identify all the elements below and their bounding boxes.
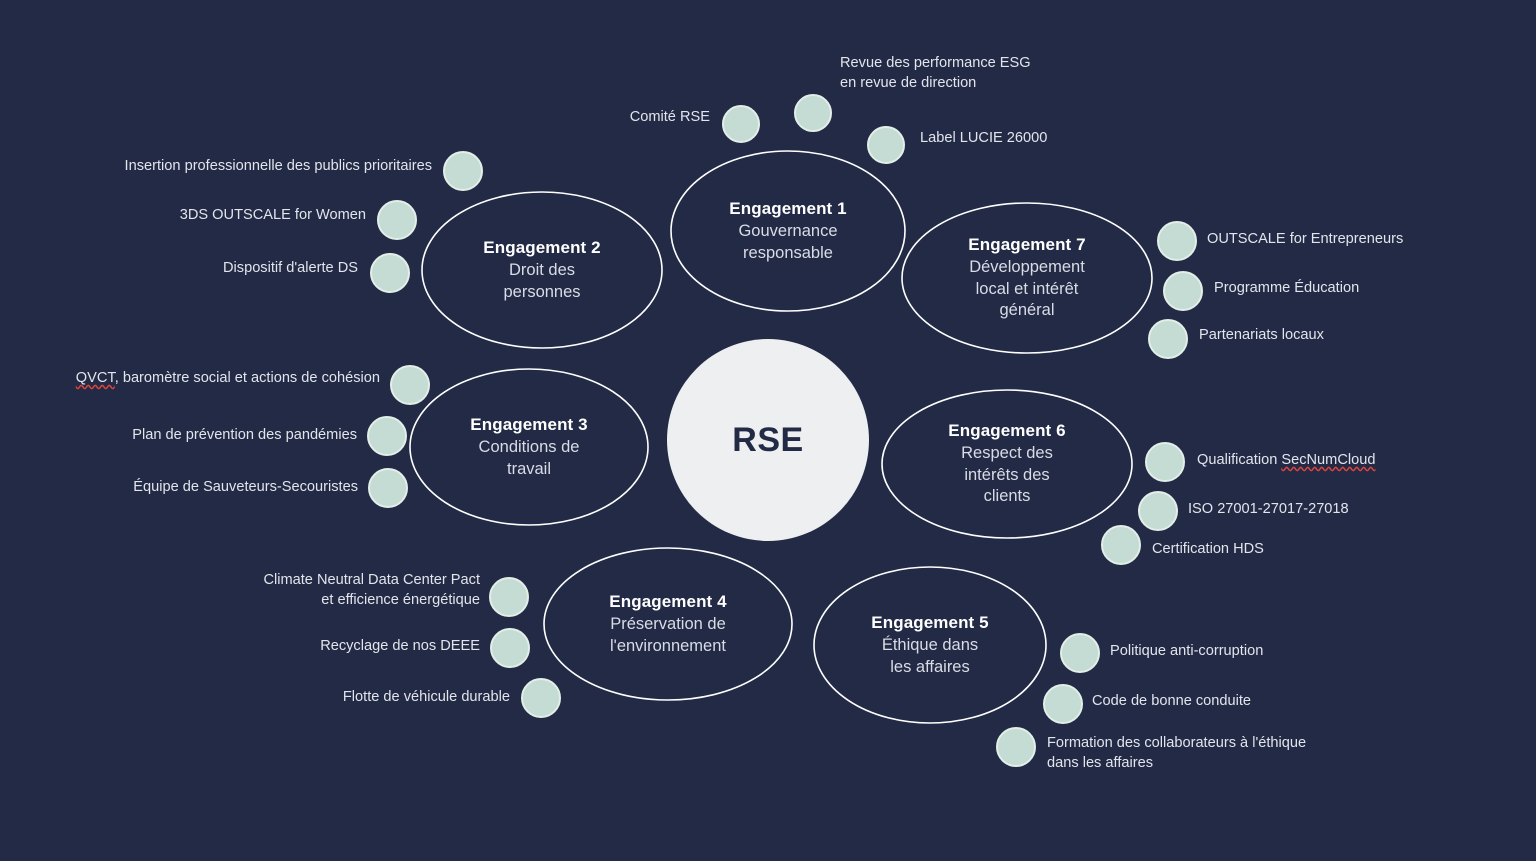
engagement-4-satellite-dot[interactable] bbox=[490, 628, 530, 668]
engagement-3-satellite-label[interactable]: Plan de prévention des pandémies bbox=[132, 427, 357, 443]
engagement-5-satellite-label[interactable]: Formation des collaborateurs à l'éthique… bbox=[1047, 735, 1307, 772]
engagement-3-satellite-dot[interactable] bbox=[367, 416, 407, 456]
engagement-5-subtitle-line: Éthique dans bbox=[881, 636, 979, 655]
engagement-5-subtitle-line: les affaires bbox=[890, 657, 970, 676]
engagement-4-title: Engagement 4 bbox=[609, 592, 727, 612]
engagement-7-subtitle-line: général bbox=[999, 301, 1055, 320]
engagement-1-subtitle-line: responsable bbox=[743, 243, 833, 262]
engagement-5-satellite-dot[interactable] bbox=[1060, 633, 1100, 673]
engagement-3-title: Engagement 3 bbox=[470, 415, 588, 435]
engagement-6-satellite-dot[interactable] bbox=[1145, 442, 1185, 482]
engagement-1-satellite-dot[interactable] bbox=[722, 105, 760, 143]
engagement-6-satellite-dot[interactable] bbox=[1101, 525, 1141, 565]
engagement-2-ellipse[interactable] bbox=[421, 191, 663, 349]
engagement-3-node[interactable]: Engagement 3 Conditions de travail bbox=[410, 369, 648, 525]
engagement-1-ellipse[interactable] bbox=[670, 150, 906, 312]
engagement-4-subtitle-line: Préservation de bbox=[610, 615, 726, 634]
engagement-6-subtitle-line: intérêts des bbox=[964, 465, 1050, 484]
engagement-3-ellipse[interactable] bbox=[409, 368, 649, 526]
engagement-4-satellite-label[interactable]: Recyclage de nos DEEE bbox=[320, 638, 480, 654]
engagement-2-satellite-dot[interactable] bbox=[443, 151, 483, 191]
engagement-7-satellite-label[interactable]: Partenariats locaux bbox=[1199, 327, 1324, 343]
engagement-2-satellite-dot[interactable] bbox=[370, 253, 410, 293]
engagement-7-subtitle-line: Développement bbox=[969, 258, 1085, 277]
spellcheck-flagged-word: SecNumCloud bbox=[1281, 452, 1376, 468]
engagement-1-node[interactable]: Engagement 1 Gouvernance responsable bbox=[671, 151, 905, 311]
engagement-7-satellite-dot[interactable] bbox=[1157, 221, 1197, 261]
engagement-4-satellite-label[interactable]: Flotte de véhicule durable bbox=[342, 689, 510, 705]
engagement-6-satellite-label[interactable]: Qualification SecNumCloud bbox=[1197, 452, 1376, 468]
engagement-2-title: Engagement 2 bbox=[483, 238, 601, 258]
engagement-5-satellite-dot[interactable] bbox=[996, 727, 1036, 767]
engagement-3-satellite-label[interactable]: Équipe de Sauveteurs-Secouristes bbox=[133, 479, 358, 495]
engagement-2-satellite-dot[interactable] bbox=[377, 200, 417, 240]
engagement-3-satellite-label[interactable]: QVCT, baromètre social et actions de coh… bbox=[75, 370, 380, 386]
engagement-4-satellite-dot[interactable] bbox=[521, 678, 561, 718]
engagement-5-satellite-label[interactable]: Politique anti-corruption bbox=[1110, 643, 1264, 659]
engagement-5-ellipse[interactable] bbox=[813, 566, 1047, 724]
engagement-2-subtitle-line: Droit des bbox=[508, 261, 576, 280]
engagement-6-satellite-dot[interactable] bbox=[1138, 491, 1178, 531]
engagement-5-title: Engagement 5 bbox=[871, 613, 989, 633]
center-node-rse[interactable]: RSE bbox=[667, 339, 869, 541]
engagement-7-satellite-label[interactable]: OUTSCALE for Entrepreneurs bbox=[1207, 231, 1404, 247]
spellcheck-flagged-word: QVCT bbox=[75, 370, 115, 386]
engagement-4-ellipse[interactable] bbox=[543, 547, 793, 701]
engagement-6-node[interactable]: Engagement 6 Respect des intérêts des clien… bbox=[882, 390, 1132, 538]
engagement-7-title: Engagement 7 bbox=[968, 235, 1086, 255]
engagement-1-title: Engagement 1 bbox=[729, 199, 847, 219]
engagement-5-node[interactable]: Engagement 5 Éthique dans les affaires bbox=[814, 567, 1046, 723]
engagement-7-satellite-label[interactable]: Programme Éducation bbox=[1214, 280, 1360, 296]
engagement-2-satellite-label[interactable]: Insertion professionnelle des publics pr… bbox=[124, 158, 432, 174]
engagement-6-ellipse[interactable] bbox=[881, 389, 1133, 539]
engagement-4-subtitle-line: l'environnement bbox=[610, 636, 726, 655]
engagement-7-subtitle-line: local et intérêt bbox=[975, 279, 1079, 298]
engagement-4-satellite-label[interactable]: Climate Neutral Data Center Pact et effi… bbox=[263, 572, 480, 609]
engagement-5-satellite-label[interactable]: Code de bonne conduite bbox=[1092, 693, 1252, 709]
engagement-3-subtitle-line: Conditions de bbox=[478, 438, 580, 457]
engagement-6-subtitle-line: clients bbox=[983, 487, 1031, 506]
engagement-5-satellite-dot[interactable] bbox=[1043, 684, 1083, 724]
center-node-label: RSE bbox=[732, 420, 804, 459]
engagement-1-satellite-label[interactable]: Revue des performance ESG en revue de di… bbox=[840, 55, 1031, 92]
engagement-6-title: Engagement 6 bbox=[948, 421, 1066, 441]
engagement-3-satellite-dot[interactable] bbox=[368, 468, 408, 508]
engagement-3-subtitle-line: travail bbox=[506, 459, 551, 478]
engagement-7-satellite-dot[interactable] bbox=[1163, 271, 1203, 311]
engagement-2-subtitle-line: personnes bbox=[503, 282, 581, 301]
engagement-6-satellite-label[interactable]: Certification HDS bbox=[1152, 541, 1264, 557]
engagement-1-satellite-label[interactable]: Comité RSE bbox=[629, 109, 710, 125]
engagement-4-satellite-dot[interactable] bbox=[489, 577, 529, 617]
engagement-6-subtitle-line: Respect des bbox=[961, 444, 1053, 463]
engagement-2-satellite-label[interactable]: 3DS OUTSCALE for Women bbox=[179, 207, 366, 223]
engagement-3-satellite-dot[interactable] bbox=[390, 365, 430, 405]
engagement-7-satellite-dot[interactable] bbox=[1148, 319, 1188, 359]
engagement-2-node[interactable]: Engagement 2 Droit des personnes bbox=[422, 192, 662, 348]
engagement-1-satellite-dot[interactable] bbox=[794, 94, 832, 132]
engagement-1-satellite-label[interactable]: Label LUCIE 26000 bbox=[920, 130, 1048, 146]
satellite-dots bbox=[367, 94, 1203, 767]
engagement-4-node[interactable]: Engagement 4 Préservation de l'environneme… bbox=[544, 548, 792, 700]
engagement-2-satellite-label[interactable]: Dispositif d'alerte DS bbox=[223, 260, 358, 276]
engagement-1-satellite-dot[interactable] bbox=[867, 126, 905, 164]
engagement-ellipses bbox=[409, 150, 1153, 724]
engagement-7-ellipse[interactable] bbox=[901, 202, 1153, 354]
engagement-6-satellite-label[interactable]: ISO 27001-27017-27018 bbox=[1188, 501, 1349, 517]
engagement-7-node[interactable]: Engagement 7 Développement local et intérê… bbox=[902, 203, 1152, 353]
engagement-1-subtitle-line: Gouvernance bbox=[738, 222, 838, 241]
